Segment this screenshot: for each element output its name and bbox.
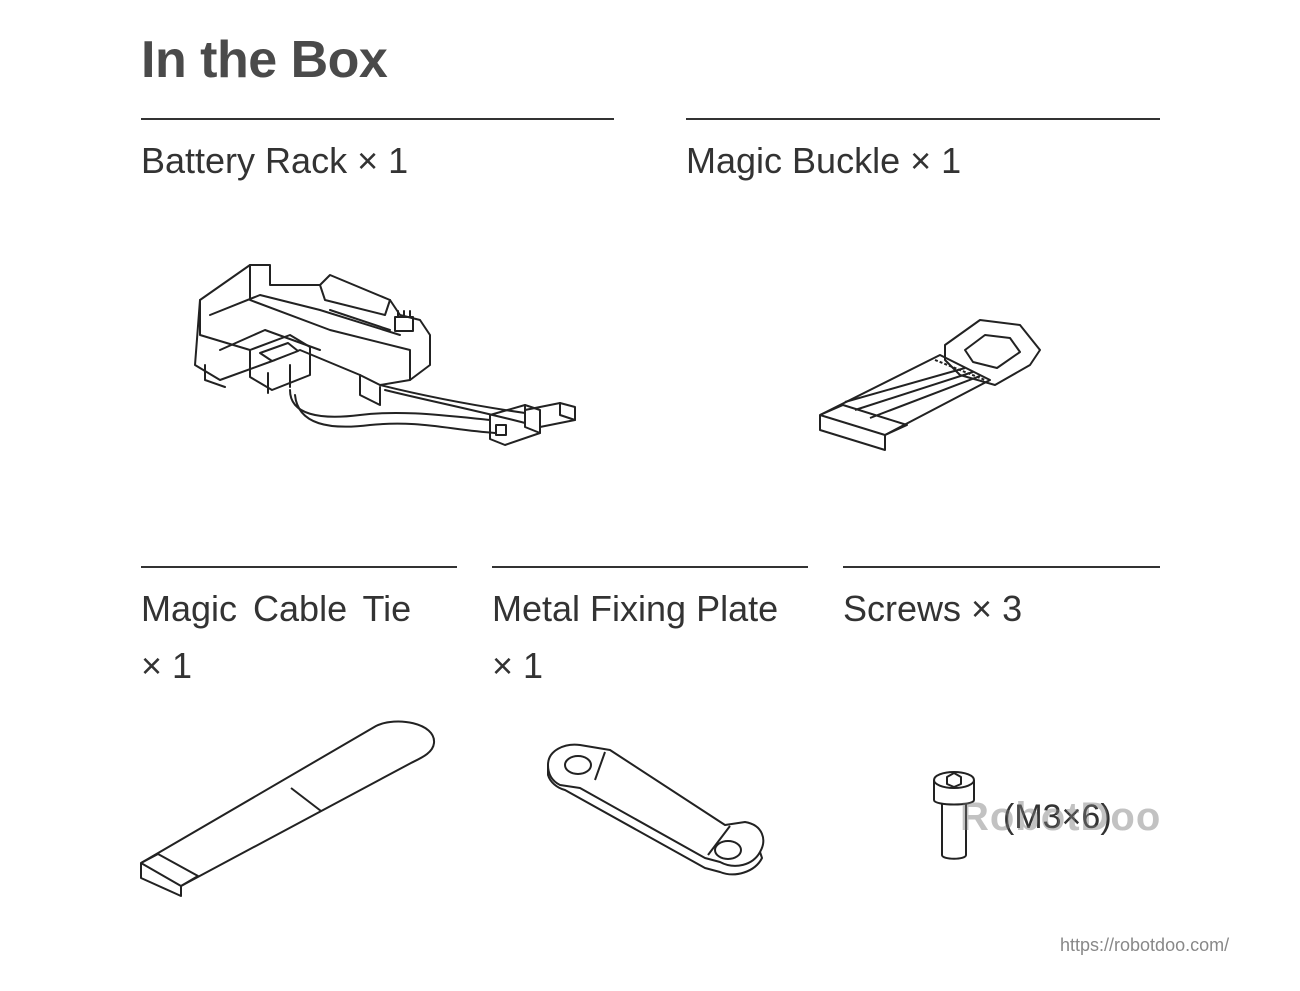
item-qty: × 1 bbox=[141, 645, 193, 686]
screw-spec: (M3×6) bbox=[1003, 798, 1112, 836]
metal-fixing-plate-illustration bbox=[545, 740, 770, 880]
watermark-logo: RobotDoo bbox=[960, 795, 1162, 839]
page-title: In the Box bbox=[141, 31, 388, 89]
item-qty: × 1 bbox=[492, 645, 544, 686]
item-label-metal-fixing-plate: Metal Fixing Plate × 1 bbox=[492, 580, 778, 694]
item-label-screws: Screws × 3 bbox=[843, 580, 1022, 637]
item-qty: × 1 bbox=[357, 140, 409, 181]
divider-magic-cable-tie bbox=[141, 566, 457, 568]
magic-cable-tie-illustration bbox=[136, 718, 441, 898]
item-label-magic-buckle: Magic Buckle × 1 bbox=[686, 132, 961, 189]
item-name: Magic Cable Tie bbox=[141, 588, 412, 629]
item-label-magic-cable-tie: Magic Cable Tie × 1 bbox=[141, 580, 411, 694]
item-name: Metal Fixing Plate bbox=[492, 588, 779, 629]
item-name: Screws bbox=[843, 588, 962, 629]
source-url[interactable]: https://robotdoo.com/ bbox=[1060, 935, 1230, 955]
item-name: Magic Buckle bbox=[686, 140, 901, 181]
magic-buckle-illustration bbox=[815, 310, 1055, 455]
screw-illustration bbox=[928, 770, 983, 865]
item-name: Battery Rack bbox=[141, 140, 348, 181]
battery-rack-illustration bbox=[180, 255, 600, 485]
item-qty: × 1 bbox=[910, 140, 962, 181]
divider-magic-buckle bbox=[686, 118, 1160, 120]
item-qty: × 3 bbox=[971, 588, 1023, 629]
item-label-battery-rack: Battery Rack × 1 bbox=[141, 132, 408, 189]
divider-metal-fixing-plate bbox=[492, 566, 808, 568]
divider-screws bbox=[843, 566, 1160, 568]
divider-battery-rack bbox=[141, 118, 614, 120]
